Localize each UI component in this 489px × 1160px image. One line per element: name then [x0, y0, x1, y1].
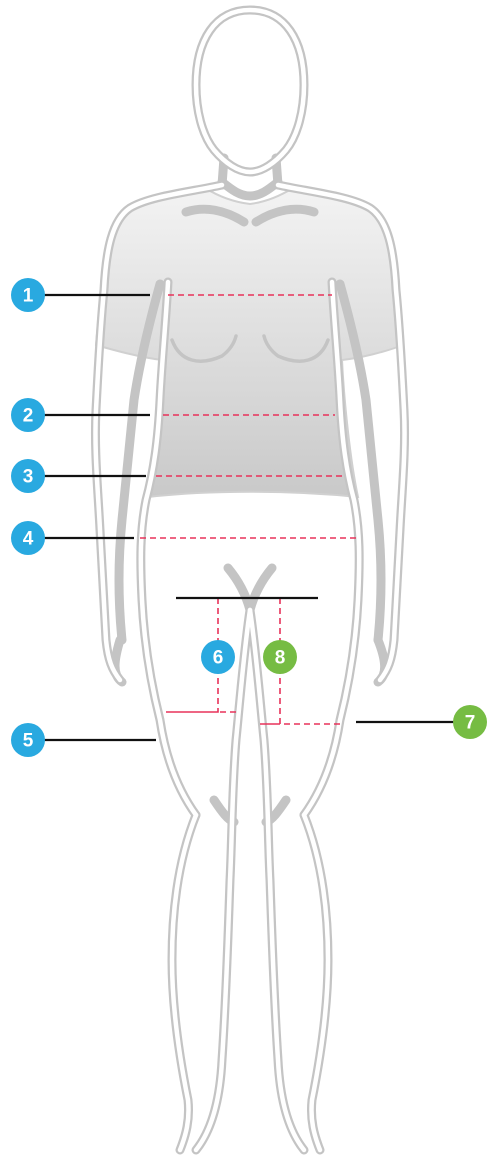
marker-1: 1 [11, 278, 45, 312]
marker-8: 8 [263, 640, 297, 674]
marker-3: 3 [11, 459, 45, 493]
marker-1-label: 1 [23, 286, 34, 307]
marker-6: 6 [201, 640, 235, 674]
body-outline [95, 10, 404, 1150]
marker-5-label: 5 [23, 731, 34, 752]
marker-4: 4 [11, 521, 45, 555]
marker-4-label: 4 [23, 529, 34, 550]
marker-7: 7 [453, 705, 487, 739]
marker-2-label: 2 [23, 406, 34, 427]
marker-2: 2 [11, 398, 45, 432]
marker-7-label: 7 [465, 713, 476, 734]
marker-3-label: 3 [23, 467, 34, 488]
marker-8-label: 8 [275, 648, 286, 669]
marker-5: 5 [11, 723, 45, 757]
marker-6-label: 6 [213, 648, 224, 669]
